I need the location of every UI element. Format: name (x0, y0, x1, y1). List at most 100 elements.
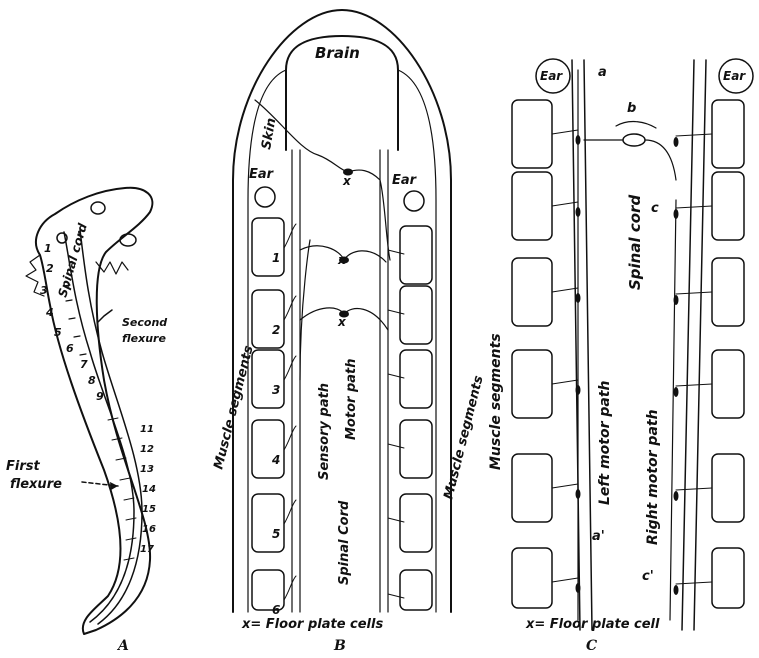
motor-fiber-branch (552, 578, 578, 582)
eye-shape (91, 202, 105, 214)
motor-fiber-branch (284, 500, 296, 524)
panel-a-segment-number: 17 (140, 544, 154, 555)
motor-fiber-branch (552, 380, 578, 384)
nerve-cell-body (576, 385, 581, 395)
muscle-segment-left-c (512, 350, 552, 418)
path-label-a: a (598, 65, 607, 80)
muscle-segment-right-c (712, 548, 744, 608)
panel-c-legend: x= Floor plate cell (525, 617, 660, 632)
muscle-segment-left-c (512, 258, 552, 326)
panel-a-segment-number: 5 (54, 326, 62, 339)
nerve-cell-body (674, 295, 679, 305)
nerve-cell-body (674, 387, 679, 397)
motor-fiber-branch (676, 582, 712, 584)
right-cord-tract (380, 150, 388, 612)
motor-fiber-branch (284, 356, 296, 380)
first-flexure-arrowhead (110, 482, 118, 490)
path-label-c: c (651, 201, 659, 216)
panel-a-segment-number: 11 (140, 424, 154, 435)
panel-a-segment-number: 1 (44, 242, 52, 255)
muscle-segment-left-c (512, 454, 552, 522)
panel-c-left-muscle-segments (512, 100, 581, 608)
muscle-segment-left (252, 290, 284, 348)
muscle-segment-right-c (712, 100, 744, 168)
motor-path-label: Motor path (344, 359, 359, 441)
right-muscle-segments (388, 226, 432, 610)
muscle-segment-number: 1 (272, 251, 280, 265)
panel-a-segment-number: 12 (140, 444, 154, 455)
muscle-segment-right-c (712, 172, 744, 240)
muscle-segment-right (400, 494, 432, 552)
ear-right-label: Ear (392, 173, 418, 188)
motor-fiber-branch (552, 130, 578, 134)
eye-crossing-cell (623, 134, 645, 146)
panel-a-segment-number: 6 (66, 342, 74, 355)
panel-c-motor-paths: Ear Ear a b c a' c' Spinal cord Muscle s… (488, 59, 753, 654)
right-cord-edge-outer (694, 60, 706, 630)
motor-fiber-branch (388, 444, 404, 448)
motor-fiber-branch (676, 384, 712, 386)
muscle-segment-right (400, 570, 432, 610)
nerve-cell-body (576, 489, 581, 499)
motor-fiber-branch (388, 518, 404, 522)
panel-a-second-flexure-label: Second flexure (122, 316, 171, 345)
floor-marker-2: x (337, 253, 347, 267)
panel-a-segment-number: 7 (80, 358, 88, 371)
panel-b-legend: x= Floor plate cells (241, 617, 383, 632)
second-flexure-arrow (98, 310, 112, 322)
muscle-segment-left (252, 494, 284, 552)
nerve-cell-body (674, 491, 679, 501)
panel-a-segment-number: 16 (142, 524, 156, 535)
nerve-cell-body (576, 135, 581, 145)
path-label-a-prime: a' (592, 529, 605, 544)
left-cord-edge-outer (572, 60, 580, 630)
motor-fiber-branch (388, 250, 404, 254)
path-label-b: b (627, 101, 636, 116)
motor-fiber-branch (552, 484, 578, 488)
motor-fiber-branch (676, 206, 712, 208)
panel-b-caption: B (333, 638, 346, 654)
muscle-right-label: Muscle segments (441, 374, 486, 501)
motor-fiber-branch (676, 292, 712, 294)
motor-fiber-branch (284, 576, 296, 600)
left-cord-tract (292, 150, 300, 612)
panel-a-caption: A (116, 638, 129, 654)
ear-left-label: Ear (249, 167, 275, 182)
muscle-segment-right (400, 226, 432, 284)
muscle-segment-left (252, 420, 284, 478)
muscle-segment-right (400, 420, 432, 478)
panel-a-embryo: Spinal cord Second flexure First flexure… (6, 188, 171, 654)
muscle-segment-left (252, 218, 284, 276)
muscle-segment-right (400, 286, 432, 344)
muscle-segment-left-c (512, 172, 552, 240)
muscle-segment-number: 6 (272, 603, 280, 617)
panel-a-segment-number: 3 (40, 284, 48, 297)
muscle-segment-number: 5 (272, 527, 280, 541)
skin-label: Skin (259, 117, 279, 151)
panel-a-segment-number: 2 (46, 262, 54, 275)
motor-fiber-branch (284, 426, 296, 450)
floor-marker-1: x (342, 174, 352, 188)
panel-a-segment-number: 15 (142, 504, 156, 515)
floor-marker-3: x (337, 315, 347, 329)
muscle-segment-number: 3 (272, 383, 280, 397)
ear-right-label-c: Ear (723, 69, 746, 83)
motor-fiber-branch (676, 488, 712, 490)
motor-fiber-branch (284, 224, 296, 248)
muscle-segment-number: 4 (271, 453, 280, 467)
muscle-segment-right-c (712, 454, 744, 522)
sensory-path-label: Sensory path (317, 383, 332, 480)
path-label-c-prime: c' (642, 569, 654, 584)
spinal-cord-label: Spinal Cord (337, 500, 352, 585)
motor-fiber-branch (388, 310, 404, 314)
panel-a-segment-number: 14 (142, 484, 156, 495)
muscle-segment-right-c (712, 350, 744, 418)
ear-left-label-c: Ear (540, 69, 563, 83)
panel-a-first-flexure-label: First flexure (6, 459, 62, 492)
nerve-cell-body (576, 293, 581, 303)
muscle-segment-left (252, 350, 284, 408)
muscle-segments-label-c: Muscle segments (488, 333, 504, 470)
